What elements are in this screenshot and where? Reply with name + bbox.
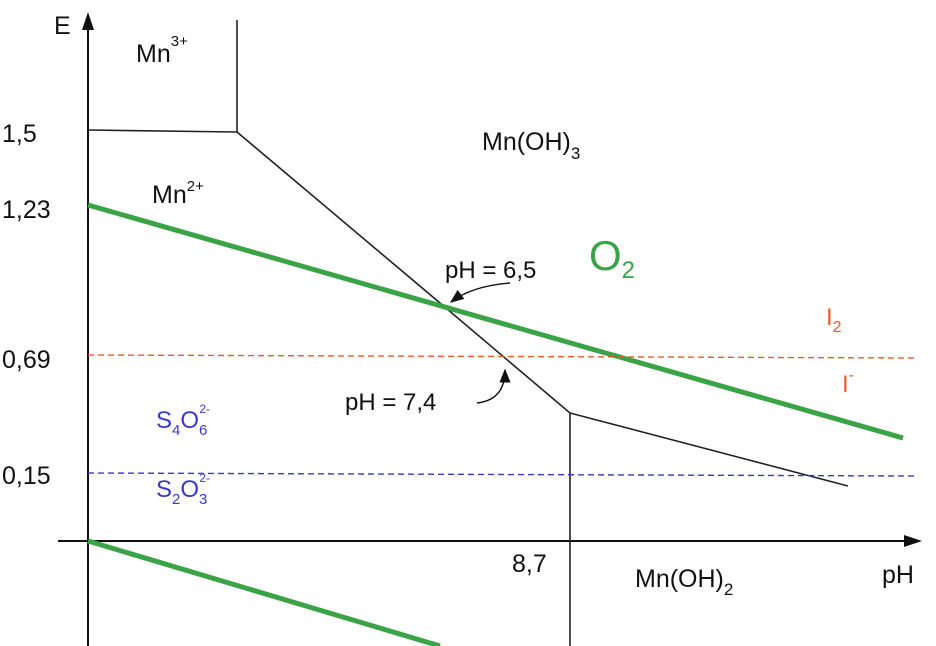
y-tick-1-23: 1,23 [2,196,51,224]
y-axis-arrow [82,12,94,30]
water-h2-line [87,538,441,646]
mnoh3-mnoh2-boundary [569,412,849,487]
mn3-mn2-boundary [87,129,238,133]
arrow-ph-6-5 [449,282,511,303]
y-axis-label: E [54,12,71,40]
label-s4o6: S4O62- [156,402,210,439]
label-mn3: Mn3+ [136,33,188,68]
y-tick-1-5: 1,5 [2,120,37,148]
y-tick-0-15: 0,15 [2,462,51,490]
label-mn2: Mn2+ [152,178,204,209]
x-axis-label: pH [882,561,914,589]
label-mnoh2: Mn(OH)2 [635,565,733,599]
label-s2o3: S2O32- [156,471,210,508]
mn2-mnoh3-boundary [236,131,571,414]
o2-water-line [87,202,904,441]
arrow-ph-7-4 [476,368,511,404]
label-iminus: I- [842,367,854,398]
x-axis-arrow [904,535,922,547]
iodine-line [87,354,919,359]
label-o2: O2 [589,232,635,284]
annotation-ph-6-5: pH = 6,5 [445,257,536,284]
label-i2: I2 [826,304,842,336]
x-tick-8-7: 8,7 [512,550,547,578]
annotation-ph-7-4: pH = 7,4 [345,389,436,416]
thiosulfate-line [87,472,919,477]
y-tick-0-69: 0,69 [2,346,51,374]
label-mnoh3: Mn(OH)3 [482,128,580,163]
